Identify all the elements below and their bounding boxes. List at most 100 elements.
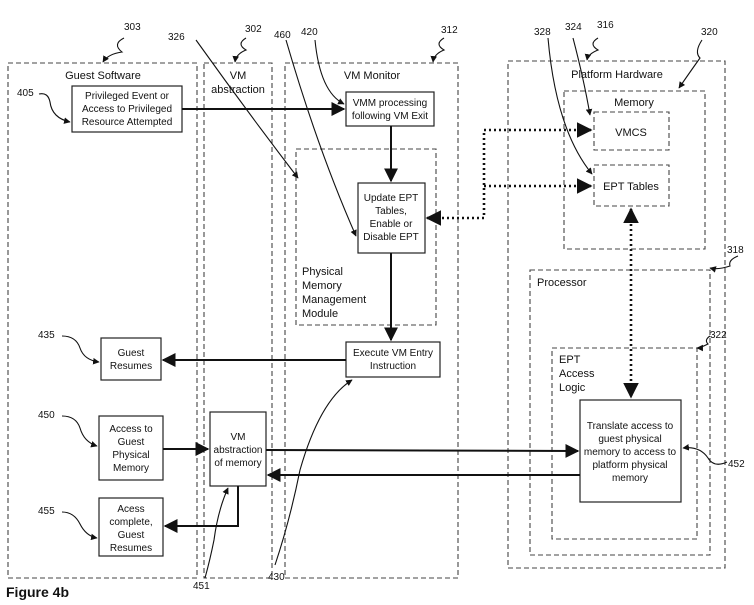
leader-312	[430, 37, 446, 63]
ref-452: 452	[728, 459, 745, 470]
ref-312: 312	[441, 25, 458, 36]
access-guest-memory-line3: Physical	[112, 450, 149, 461]
execute-vm-entry-line1: Execute VM Entry	[353, 348, 433, 359]
ref-302: 302	[245, 24, 262, 35]
ref-430: 430	[268, 572, 285, 583]
leader-420	[314, 39, 345, 105]
arrow-vm-abstraction-to-translate	[265, 443, 580, 458]
leader-324	[572, 37, 593, 116]
ept-access-logic-line2: Access	[559, 368, 595, 380]
ref-320: 320	[701, 27, 718, 38]
leader-452	[682, 444, 728, 465]
ref-328: 328	[534, 27, 551, 38]
access-complete-line2: complete,	[109, 517, 152, 528]
arrow-vm-abstraction-to-complete	[163, 486, 239, 533]
execute-vm-entry-line2: Instruction	[370, 361, 416, 372]
figure-label: Figure 4b	[6, 584, 69, 600]
ept-access-logic-line3: Logic	[559, 382, 586, 394]
ref-460: 460	[274, 30, 291, 41]
leader-460	[285, 39, 357, 237]
access-complete-box	[98, 497, 164, 557]
ref-326: 326	[168, 32, 185, 43]
leader-320	[678, 39, 703, 89]
guest-resumes-line1: Guest	[118, 348, 145, 359]
access-guest-memory-line1: Access to	[109, 424, 153, 435]
vm-abstraction-memory-box	[209, 411, 267, 487]
leader-328	[547, 37, 593, 175]
leader-450	[61, 415, 98, 448]
update-ept-line4: Disable EPT	[363, 232, 419, 243]
translate-access-line4: platform physical	[592, 460, 667, 471]
leader-318	[709, 255, 739, 273]
pmm-module-line3: Management	[302, 294, 366, 306]
translate-access-line2: guest physical	[598, 434, 661, 445]
processor-label: Processor	[537, 277, 587, 289]
translate-access-box	[579, 399, 682, 503]
ref-303: 303	[124, 22, 141, 33]
platform-hardware-header: Platform Hardware	[571, 69, 663, 81]
ref-435: 435	[38, 330, 55, 341]
ref-316: 316	[597, 20, 614, 31]
vm-abstraction-column	[203, 62, 273, 579]
update-ept-line2: Tables,	[375, 206, 407, 217]
ept-tables-label: EPT Tables	[603, 181, 659, 193]
access-complete-line4: Resumes	[110, 543, 152, 554]
ref-451: 451	[193, 581, 210, 592]
ept-access-logic-line1: EPT	[559, 354, 581, 366]
vmm-processing-line1: VMM processing	[353, 98, 427, 109]
access-guest-memory-box	[98, 415, 164, 481]
leader-405	[38, 93, 71, 124]
vmm-processing-box	[345, 91, 435, 127]
access-complete-line3: Guest	[118, 530, 145, 541]
execute-vm-entry-box	[345, 341, 441, 378]
leader-430	[274, 379, 353, 566]
privileged-event-box	[71, 85, 183, 133]
access-guest-memory-line2: Guest	[118, 437, 145, 448]
guest-resumes-line2: Resumes	[110, 361, 152, 372]
vm-abstraction-header-line1: VM	[230, 70, 247, 82]
vm-abstraction-memory-line3: of memory	[214, 458, 261, 469]
privileged-event-line1: Privileged Event or	[85, 91, 170, 102]
platform-hardware-column	[507, 60, 726, 569]
ref-324: 324	[565, 22, 582, 33]
memory-container	[563, 90, 706, 250]
memory-label: Memory	[614, 97, 654, 109]
vm-monitor-header: VM Monitor	[344, 70, 401, 82]
ref-318: 318	[727, 245, 744, 256]
leader-302	[232, 37, 248, 63]
vm-monitor-column	[284, 62, 459, 579]
translate-access-line1: Translate access to	[587, 421, 674, 432]
pmm-module-line2: Memory	[302, 280, 342, 292]
pmm-module-line4: Module	[302, 308, 338, 320]
vm-abstraction-memory-line2: abstraction	[214, 445, 263, 456]
pmm-module-line1: Physical	[302, 266, 343, 278]
guest-resumes-box	[100, 337, 162, 381]
update-ept-box	[357, 182, 426, 254]
pmm-module-container	[295, 148, 437, 326]
ref-420: 420	[301, 27, 318, 38]
processor-container	[529, 269, 711, 556]
leader-455	[61, 511, 98, 541]
leader-316	[584, 37, 600, 61]
leader-451	[204, 487, 229, 579]
ept-tables-box	[593, 164, 670, 207]
dotted-update-to-vmcs	[425, 122, 593, 226]
vm-abstraction-header-line2: abstraction	[211, 84, 265, 96]
leader-435	[61, 335, 100, 365]
leader-303	[102, 37, 125, 63]
access-complete-line1: Acess	[117, 504, 144, 515]
access-guest-memory-line4: Memory	[113, 463, 149, 474]
leader-322	[696, 335, 711, 352]
ref-322: 322	[710, 330, 727, 341]
update-ept-line3: Enable or	[370, 219, 413, 230]
leader-326	[195, 39, 299, 179]
ref-455: 455	[38, 506, 55, 517]
translate-access-line3: memory to access to	[584, 447, 677, 458]
ref-450: 450	[38, 410, 55, 421]
guest-software-header: Guest Software	[65, 70, 141, 82]
vmcs-label: VMCS	[615, 127, 647, 139]
privileged-event-line2: Access to Privileged	[82, 104, 172, 115]
vmm-processing-line2: following VM Exit	[352, 111, 428, 122]
update-ept-line1: Update EPT	[364, 193, 418, 204]
vm-abstraction-memory-line1: VM	[231, 432, 246, 443]
